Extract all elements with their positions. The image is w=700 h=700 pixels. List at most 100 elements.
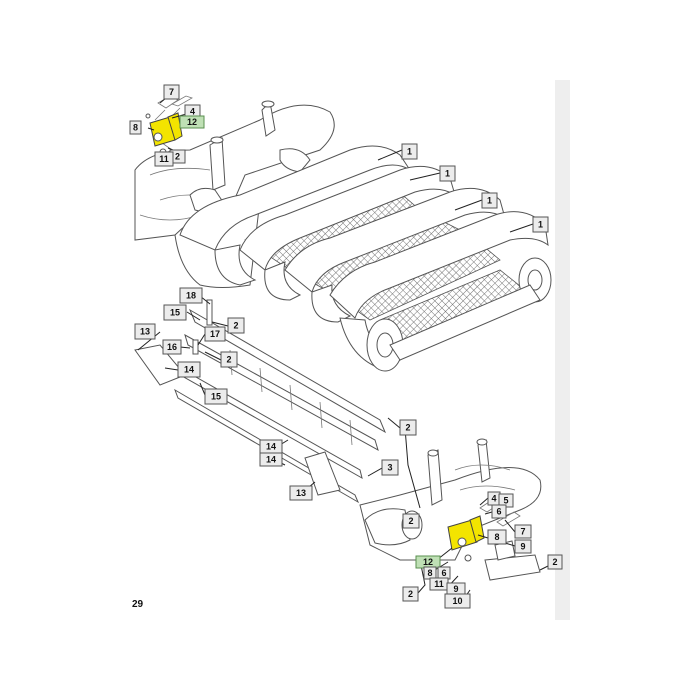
callout-number: 3 <box>387 463 392 473</box>
callout-1: 1 <box>532 216 549 233</box>
callout-number: 15 <box>170 308 180 318</box>
callout-box <box>259 452 283 467</box>
callout-number: 14 <box>266 442 276 452</box>
figure-number: 29 <box>132 599 144 610</box>
belt-roller-assembly <box>174 145 552 372</box>
callout-box <box>481 192 498 209</box>
callout-number: 2 <box>405 423 410 433</box>
callout-1: 1 <box>481 192 498 209</box>
callout-box <box>401 143 418 160</box>
callout-2: 2 <box>402 513 420 529</box>
callout-number: 8 <box>494 532 499 542</box>
callout-number: 2 <box>233 321 238 331</box>
callout-13: 13 <box>289 485 313 501</box>
callout-box <box>129 120 142 135</box>
callout-4: 4 <box>487 491 501 506</box>
callout-9: 9 <box>446 582 466 596</box>
callout-number: 8 <box>133 123 138 133</box>
callout-7: 7 <box>163 84 180 100</box>
callout-9: 9 <box>514 539 532 554</box>
callout-number: 13 <box>296 488 306 498</box>
callout-box <box>177 361 201 378</box>
callout-box <box>220 351 238 368</box>
callout-number: 7 <box>169 87 174 97</box>
callout-number: 4 <box>190 107 195 117</box>
callout-box <box>514 539 532 554</box>
callout-box <box>547 554 563 570</box>
callout-number: 13 <box>140 327 150 337</box>
callout-number: 11 <box>159 154 169 164</box>
callout-box <box>162 339 182 355</box>
callout-10: 10 <box>444 593 471 609</box>
callout-13: 13 <box>134 323 156 340</box>
callout-number: 17 <box>210 329 220 339</box>
callout-14: 14 <box>259 452 283 467</box>
callout-box <box>204 326 226 342</box>
callout-box <box>444 593 471 609</box>
callout-number: 5 <box>503 496 508 506</box>
callout-15: 15 <box>204 388 228 405</box>
callout-box <box>399 419 417 436</box>
callout-8: 8 <box>129 120 142 135</box>
callout-1: 1 <box>401 143 418 160</box>
callout-number: 12 <box>187 117 197 127</box>
callout-number: 9 <box>520 542 525 552</box>
callout-16: 16 <box>162 339 182 355</box>
callout-number: 4 <box>491 494 496 504</box>
callout-box <box>154 151 174 167</box>
callout-box <box>514 524 532 539</box>
callout-number: 2 <box>408 516 413 526</box>
callout-8: 8 <box>487 529 507 545</box>
callout-2: 2 <box>402 586 419 602</box>
callout-box <box>204 388 228 405</box>
callout-box <box>179 115 205 129</box>
callout-number: 1 <box>407 147 412 157</box>
callout-box <box>402 586 419 602</box>
callout-number: 6 <box>496 507 501 517</box>
callout-8: 8 <box>423 566 437 580</box>
callout-15: 15 <box>163 304 187 321</box>
callout-box <box>163 84 180 100</box>
callout-box <box>532 216 549 233</box>
callout-6: 6 <box>491 504 507 519</box>
callout-box <box>402 513 420 529</box>
callout-box <box>289 485 313 501</box>
callout-12: 12 <box>415 555 441 569</box>
callout-number: 18 <box>186 291 196 301</box>
callout-2: 2 <box>227 317 245 334</box>
callout-14: 14 <box>177 361 201 378</box>
callout-number: 1 <box>445 169 450 179</box>
callout-number: 2 <box>552 557 557 567</box>
callout-number: 16 <box>167 342 177 352</box>
callout-number: 2 <box>175 152 180 162</box>
callout-3: 3 <box>381 459 399 476</box>
callout-number: 10 <box>452 596 462 606</box>
callout-12: 12 <box>179 115 205 129</box>
callout-14: 14 <box>259 439 283 454</box>
callout-1: 1 <box>439 165 456 182</box>
callout-number: 9 <box>453 584 458 594</box>
callout-number: 6 <box>441 568 446 578</box>
callout-number: 7 <box>520 527 525 537</box>
callout-number: 8 <box>427 568 432 578</box>
lower-highlighted-bracket <box>447 497 521 562</box>
callout-number: 1 <box>538 220 543 230</box>
callout-number: 12 <box>423 557 433 567</box>
upper-highlighted-bracket <box>145 95 193 156</box>
callout-7: 7 <box>514 524 532 539</box>
callout-2: 2 <box>547 554 563 570</box>
side-strip <box>555 80 570 620</box>
callout-box <box>487 529 507 545</box>
callout-11: 11 <box>429 577 449 591</box>
callout-6: 6 <box>437 566 451 580</box>
callout-number: 2 <box>408 589 413 599</box>
callout-box <box>163 304 187 321</box>
callout-box <box>381 459 399 476</box>
callout-number: 14 <box>184 365 194 375</box>
callout-box <box>179 287 203 304</box>
callout-number: 1 <box>487 196 492 206</box>
callout-number: 15 <box>211 392 221 402</box>
callout-box <box>491 504 507 519</box>
